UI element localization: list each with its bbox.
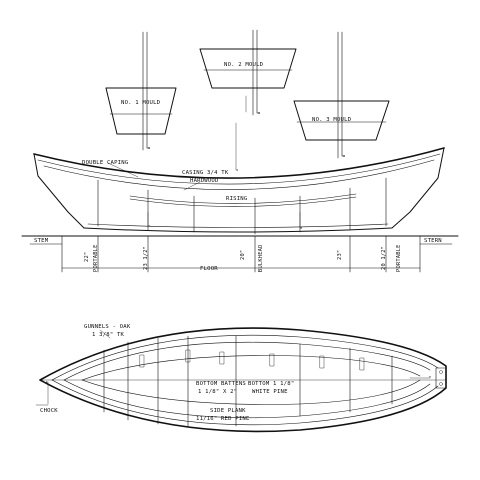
dim-20-half: 20 1/2" xyxy=(381,246,387,270)
label-casing-line2: HARDWOOD xyxy=(190,178,219,184)
dim-23-half: 23 1/2" xyxy=(143,246,149,270)
label-bottom-battens-line2: 1 1/8" X 2" xyxy=(198,389,237,395)
label-chock: CHOCK xyxy=(40,408,58,414)
mould-2-label: NO. 2 MOULD xyxy=(224,62,264,68)
label-gunnels-line1: GUNNELS - OAK xyxy=(84,324,131,330)
label-floor: FLOOR xyxy=(200,266,218,272)
mould-3: NO. 3 MOULD xyxy=(293,31,390,159)
label-bottom-battens-line1: BOTTOM BATTENS xyxy=(196,381,246,387)
label-bulkhead: BULKHEAD xyxy=(258,244,264,272)
mould-1-label-no: NO. 1 MOULD xyxy=(121,100,161,106)
label-stem: STEM xyxy=(34,238,49,244)
label-double-caping: DOUBLE CAPING xyxy=(82,160,129,166)
label-bottom-line2: WHITE PINE xyxy=(252,389,288,395)
dim-22: 22" xyxy=(84,252,90,262)
plan-view: GUNNELS - OAK 1 3/8" TK CHOCK BOTTOM BAT… xyxy=(35,324,447,433)
mould-3-label: NO. 3 MOULD xyxy=(312,117,352,123)
label-stern: STERN xyxy=(424,238,442,244)
label-rising: RISING xyxy=(226,196,248,202)
dim-20: 20" xyxy=(240,250,246,260)
label-portable-right: PORTABLE xyxy=(396,244,402,272)
label-side-plank-line2: 11/16" RED PINE xyxy=(196,416,250,422)
dim-23: 23" xyxy=(337,250,343,260)
label-bottom-line1: BOTTOM 1 1/8" xyxy=(248,381,294,387)
mould-2: NO. 2 MOULD xyxy=(199,29,297,116)
label-side-plank-line1: SIDE PLANK xyxy=(210,408,246,414)
mould-1: NO. 1 MOULD xyxy=(105,31,177,151)
label-portable-left: PORTABLE xyxy=(93,244,99,272)
label-gunnels-line2: 1 3/8" TK xyxy=(92,332,125,338)
label-casing-line1: CASING 3/4 TK xyxy=(182,170,229,176)
side-elevation: DOUBLE CAPING CASING 3/4 TK HARDWOOD RIS… xyxy=(21,147,459,273)
